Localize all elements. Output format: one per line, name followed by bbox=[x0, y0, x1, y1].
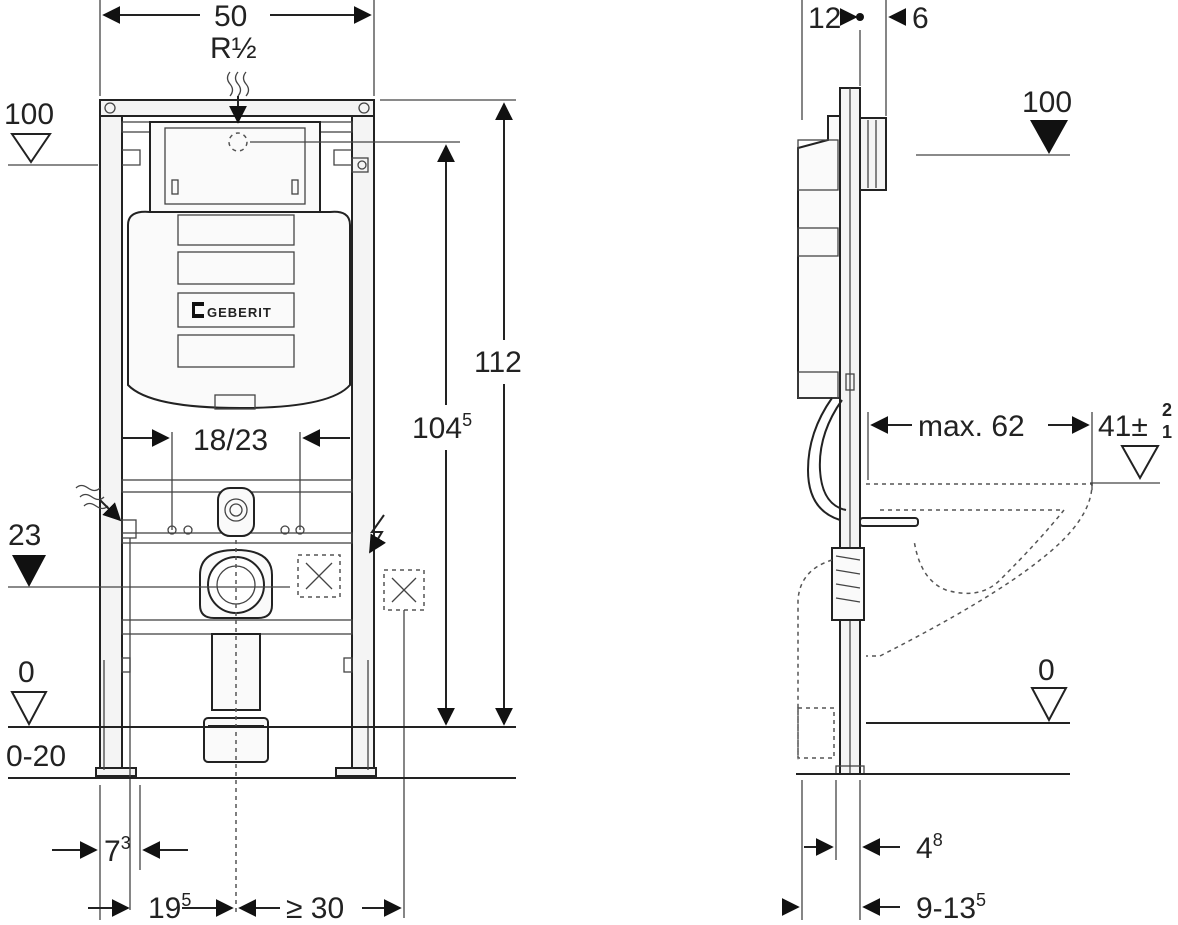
flush-pipe-connector bbox=[217, 487, 255, 537]
dim-48-label: 48 bbox=[916, 830, 943, 865]
bend-side bbox=[831, 547, 865, 621]
right-foot bbox=[335, 767, 377, 777]
dim-41-lower-tolerance: 1 bbox=[1162, 422, 1172, 442]
left-frame-post bbox=[99, 99, 123, 776]
dim-41-upper-tolerance: 2 bbox=[1162, 400, 1172, 420]
level-23-marker bbox=[12, 555, 46, 587]
height-1045-label: 1045 bbox=[412, 410, 472, 445]
dim-12-label: 12 bbox=[808, 2, 841, 35]
flush-pipe-side bbox=[806, 397, 841, 521]
right-frame-post bbox=[351, 99, 375, 776]
offset-73-label: 73 bbox=[104, 833, 131, 868]
side-level-0-marker bbox=[1030, 687, 1068, 723]
seat-bracket bbox=[859, 517, 919, 527]
front-view: GEBERIT bbox=[4, 0, 522, 925]
water-inlet-icon bbox=[226, 71, 250, 124]
side-level-100-label: 100 bbox=[1022, 86, 1072, 119]
dim-41-label: 41± bbox=[1098, 410, 1148, 443]
side-level-100-marker bbox=[1030, 120, 1068, 154]
actuator-frame-side bbox=[859, 117, 887, 191]
offset-195-label: 195 bbox=[148, 890, 191, 925]
seat-height-marker bbox=[1120, 445, 1160, 481]
power-box-inner bbox=[297, 554, 341, 598]
electric-icon bbox=[369, 514, 387, 554]
level-23-label: 23 bbox=[8, 519, 41, 552]
water-connection-icon bbox=[75, 484, 122, 522]
height-112-label: 112 bbox=[474, 346, 522, 379]
level-0-marker bbox=[10, 691, 48, 727]
cistern-side bbox=[797, 115, 841, 399]
brand-logo-text: GEBERIT bbox=[207, 305, 272, 320]
floor-range-label: 0-20 bbox=[6, 740, 66, 773]
dim-9135-label: 9-135 bbox=[916, 890, 986, 925]
max-62-label: max. 62 bbox=[918, 410, 1025, 443]
side-level-0-label: 0 bbox=[1038, 654, 1055, 687]
side-view: 12 6 100 max. 62 41± 2 1 0 48 9-135 bbox=[781, 0, 1172, 925]
water-inlet-point bbox=[228, 132, 248, 152]
actuator-opening bbox=[149, 121, 321, 213]
connection-r-half-label: R½ bbox=[210, 32, 257, 65]
min-30-label: ≥ 30 bbox=[286, 892, 344, 925]
level-100-label: 100 bbox=[4, 98, 54, 131]
left-foot bbox=[95, 767, 137, 777]
toilet-outline bbox=[866, 483, 1093, 657]
level-0-label: 0 bbox=[18, 656, 35, 689]
width-50-label: 50 bbox=[214, 0, 247, 33]
dim-6-label: 6 bbox=[912, 2, 929, 35]
level-100-marker bbox=[10, 133, 52, 164]
spacing-18-23-label: 18/23 bbox=[193, 424, 268, 457]
